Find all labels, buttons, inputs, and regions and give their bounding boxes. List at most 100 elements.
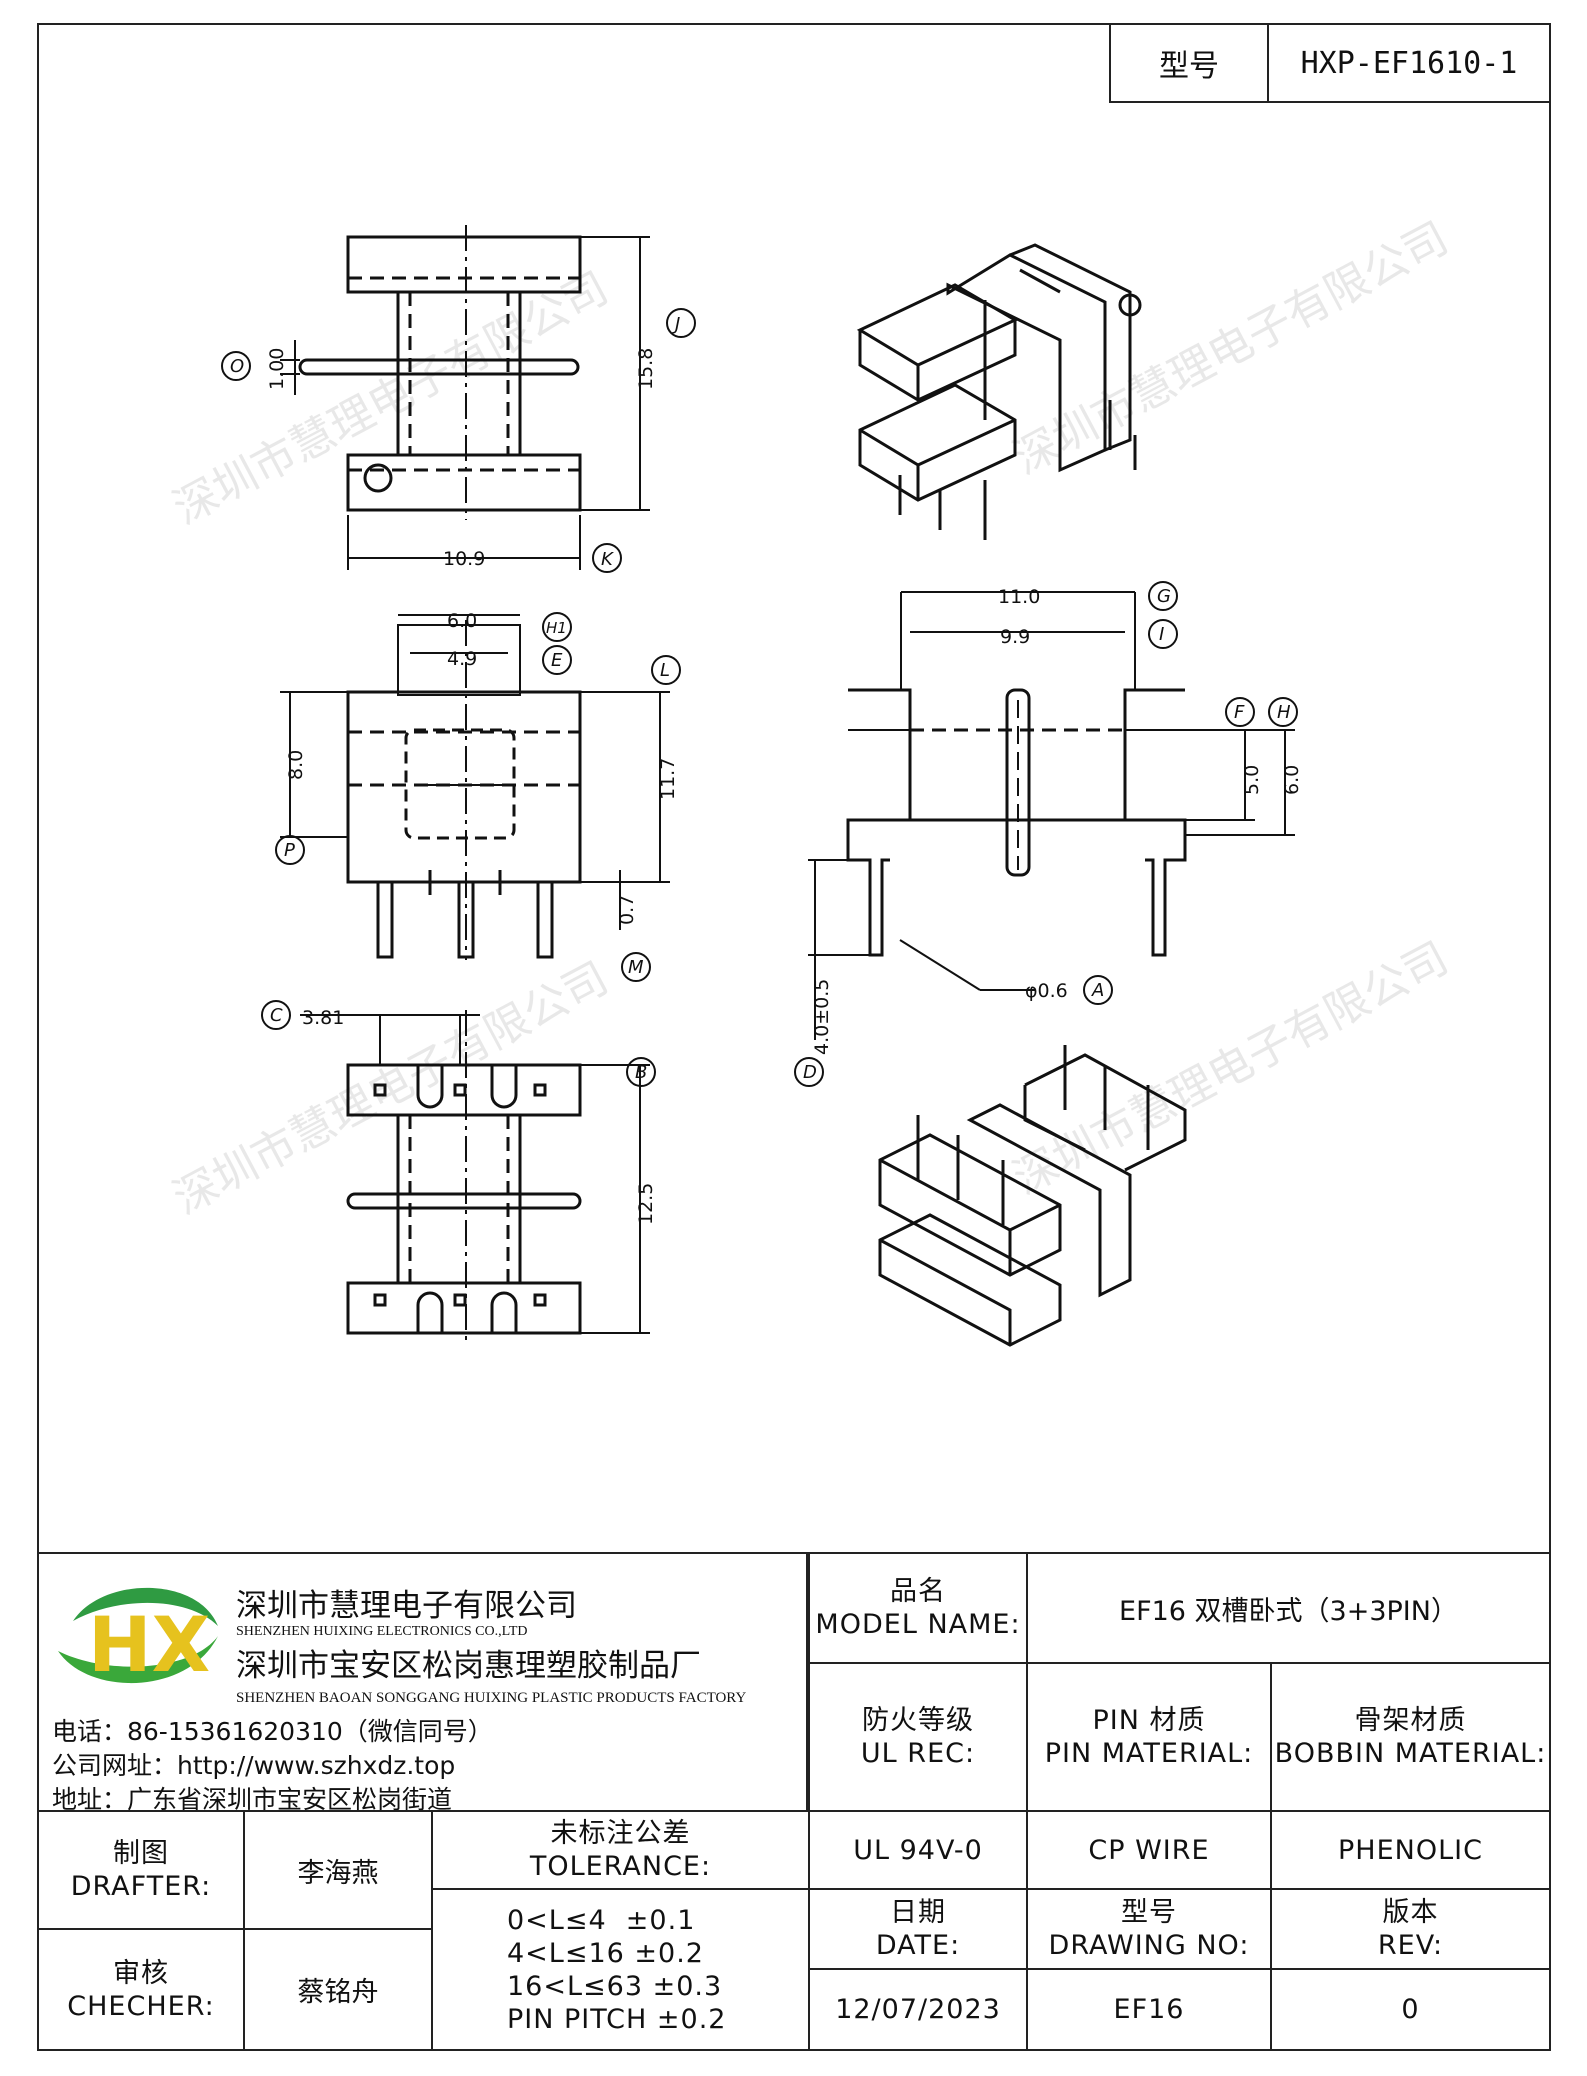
drawing-no-value: EF16	[1113, 1994, 1185, 2025]
tolerance-label-cell: 未标注公差 TOLERANCE:	[431, 1810, 810, 1890]
company-name-cn: 深圳市慧理电子有限公司	[236, 1588, 577, 1624]
dim-11-0: 11.0	[998, 586, 1040, 608]
dim-4-9: 4.9	[447, 648, 477, 670]
company-logo: HX	[58, 1587, 218, 1689]
checker-label-en: CHECHER:	[67, 1990, 215, 2022]
tolerance-line-2: 4<L≤16 ±0.2	[507, 1937, 704, 1969]
dim-1-00: 1.00	[266, 348, 288, 390]
drawing-no-value-cell: EF16	[1026, 1968, 1272, 2051]
bobbin-label-cn: 骨架材质	[1354, 1705, 1467, 1736]
tolerance-line-1: 0<L≤4 ±0.1	[507, 1904, 696, 1936]
header-model-value: HXP-EF1610-1	[1300, 45, 1518, 81]
date-value: 12/07/2023	[835, 1994, 1001, 2025]
date-label-cell: 日期 DATE:	[808, 1888, 1028, 1970]
dim-8-0: 8.0	[285, 750, 307, 780]
dim-label-O: O	[230, 356, 244, 377]
checker-label-cell: 审核 CHECHER:	[37, 1928, 245, 2051]
rev-label-cell: 版本 REV:	[1270, 1888, 1551, 1970]
model-name-value: EF16 双槽卧式（3+3PIN）	[1119, 1595, 1458, 1627]
dim-4-0: 4.0±0.5	[811, 979, 833, 1055]
dim-label-H1: H1	[546, 619, 567, 637]
rev-value: 0	[1401, 1994, 1420, 2025]
dim-label-E: E	[551, 650, 563, 671]
company-phone: 电话：86-15361620310（微信同号）	[52, 1717, 493, 1746]
dim-label-F: F	[1234, 702, 1245, 723]
dim-15-8: 15.8	[635, 348, 657, 390]
dim-label-L: L	[660, 660, 670, 681]
ul-label-cell: 防火等级 UL REC:	[808, 1662, 1028, 1812]
dim-label-J: J	[672, 314, 680, 335]
factory-name-en: SHENZHEN BAOAN SONGGANG HUIXING PLASTIC …	[236, 1690, 747, 1706]
dim-label-P: P	[284, 840, 295, 861]
bobbin-value-cell: PHENOLIC	[1270, 1810, 1551, 1890]
date-label-en: DATE:	[875, 1930, 961, 1961]
dim-3-81: 3.81	[302, 1007, 344, 1029]
pin-value-cell: CP WIRE	[1026, 1810, 1272, 1890]
bobbin-label-en: BOBBIN MATERIAL:	[1274, 1738, 1547, 1769]
tolerance-line-3: 16<L≤63 ±0.3	[507, 1970, 723, 2002]
ul-label-en: UL REC:	[860, 1738, 976, 1769]
ul-value: UL 94V-0	[853, 1834, 983, 1866]
model-name-label-cell: 品名 MODEL NAME:	[808, 1552, 1028, 1664]
dim-label-D: D	[803, 1062, 817, 1083]
dim-label-K: K	[601, 549, 614, 570]
dim-label-A: A	[1091, 980, 1104, 1001]
header-model-label-cell: 型号	[1109, 23, 1269, 103]
drafter-label-cn: 制图	[113, 1838, 169, 1869]
company-name-en: SHENZHEN HUIXING ELECTRONICS CO.,LTD	[236, 1624, 528, 1639]
rev-value-cell: 0	[1270, 1968, 1551, 2051]
date-label-cn: 日期	[890, 1897, 946, 1928]
drafter-value-cell: 李海燕	[243, 1810, 433, 1930]
dim-6-0b: 6.0	[1281, 765, 1303, 795]
dim-0-7: 0.7	[616, 895, 638, 925]
dim-10-9: 10.9	[443, 548, 485, 570]
dim-label-H: H	[1277, 702, 1291, 723]
company-block-right-border	[806, 1552, 808, 1812]
dim-6-0: 6.0	[447, 610, 477, 632]
checker-label-cn: 审核	[113, 1957, 169, 1989]
model-name-label-en: MODEL NAME:	[815, 1609, 1021, 1640]
rev-label-en: REV:	[1377, 1930, 1444, 1961]
dim-label-G: G	[1157, 586, 1171, 607]
company-website: 公司网址：http://www.szhxdz.top	[52, 1751, 456, 1780]
rev-label-cn: 版本	[1382, 1897, 1439, 1928]
dim-label-M: M	[628, 957, 644, 978]
company-address: 地址：广东省深圳市宝安区松岗街道	[52, 1785, 453, 1814]
ul-value-cell: UL 94V-0	[808, 1810, 1028, 1890]
pin-label-cell: PIN 材质 PIN MATERIAL:	[1026, 1662, 1272, 1812]
checker-value-cell: 蔡铭舟	[243, 1928, 433, 2051]
drafter-value: 李海燕	[297, 1857, 379, 1889]
header-model-value-cell: HXP-EF1610-1	[1267, 23, 1551, 103]
dim-label-C: C	[270, 1005, 283, 1026]
pin-label-cn: PIN 材质	[1092, 1705, 1206, 1736]
dim-5-0: 5.0	[1241, 765, 1263, 795]
dim-12-5: 12.5	[635, 1183, 657, 1225]
pin-value: CP WIRE	[1088, 1834, 1210, 1866]
dim-11-7: 11.7	[657, 758, 679, 800]
dim-phi0-6: φ0.6	[1025, 980, 1068, 1002]
logo-text: HX	[88, 1600, 210, 1689]
dim-label-B: B	[635, 1062, 647, 1083]
ul-label-cn: 防火等级	[862, 1705, 974, 1736]
technical-drawing: J O K 15.8 1.00 10.9 6.0 4.9 H1 E L P M …	[221, 225, 1303, 1347]
date-value-cell: 12/07/2023	[808, 1968, 1028, 2051]
pin-label-en: PIN MATERIAL:	[1044, 1738, 1254, 1769]
checker-value: 蔡铭舟	[297, 1977, 379, 2008]
drafter-label-cell: 制图 DRAFTER:	[37, 1810, 245, 1930]
header-model-label: 型号	[1159, 49, 1219, 84]
model-name-label-cn: 品名	[890, 1576, 946, 1607]
dim-9-9: 9.9	[1000, 626, 1030, 648]
drawing-no-label-cn: 型号	[1121, 1897, 1177, 1928]
tolerance-line-4: PIN PITCH ±0.2	[507, 2003, 727, 2035]
drafter-label-en: DRAFTER:	[70, 1871, 212, 1902]
factory-name-cn: 深圳市宝安区松岗惠理塑胶制品厂	[236, 1648, 701, 1684]
drawing-no-label-en: DRAWING NO:	[1048, 1930, 1250, 1961]
dim-label-I: I	[1159, 624, 1164, 645]
drawing-no-label-cell: 型号 DRAWING NO:	[1026, 1888, 1272, 1970]
tolerance-label-en: TOLERANCE:	[529, 1851, 712, 1882]
tolerance-values-cell: 0<L≤4 ±0.1 4<L≤16 ±0.2 16<L≤63 ±0.3 PIN …	[431, 1888, 810, 2051]
model-name-value-cell: EF16 双槽卧式（3+3PIN）	[1026, 1552, 1551, 1664]
bobbin-label-cell: 骨架材质 BOBBIN MATERIAL:	[1270, 1662, 1551, 1812]
title-block-top-line	[37, 1552, 1551, 1554]
bobbin-value: PHENOLIC	[1338, 1834, 1483, 1866]
